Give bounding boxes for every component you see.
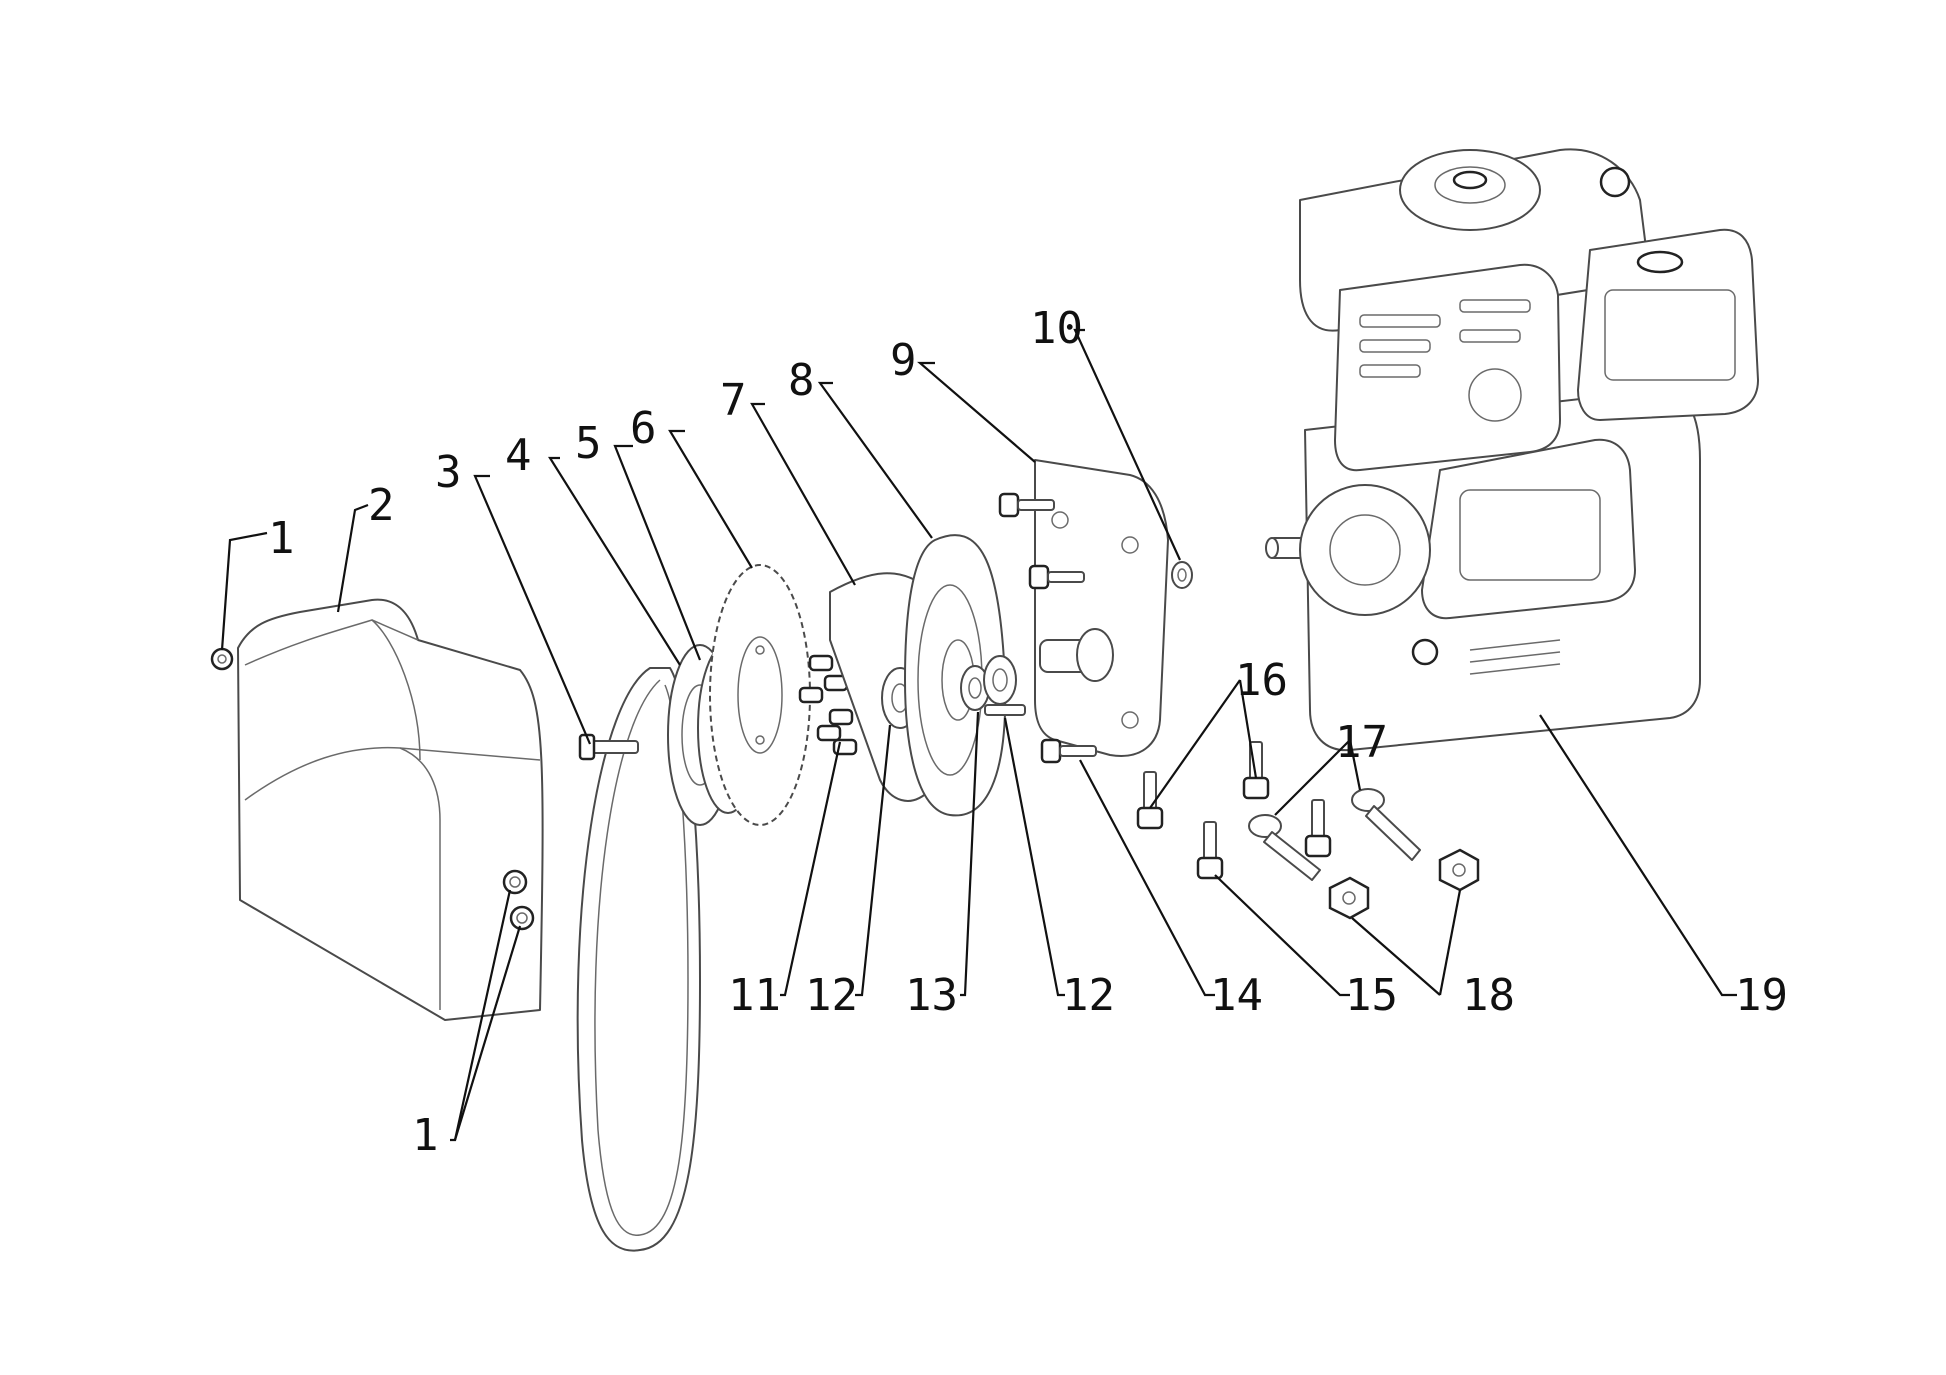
callout-18: 18 (1462, 970, 1515, 1021)
spacer-12-b (983, 655, 1026, 716)
leader-3 (473, 474, 592, 745)
large-sprocket-6 (709, 564, 811, 826)
bolt-16-a (1136, 771, 1164, 830)
bolt-15-b (1304, 799, 1332, 858)
plate-bolt-middle (1028, 564, 1085, 590)
leader-12a (855, 724, 892, 997)
clutch-pulley-8 (904, 534, 1007, 817)
screws-11 (798, 654, 858, 756)
callout-4: 4 (505, 430, 532, 481)
callout-3: 3 (435, 447, 462, 498)
leader-2 (336, 503, 369, 613)
cap-nut-1-top (210, 647, 234, 671)
leader-17a (1274, 739, 1351, 816)
callout-8: 8 (788, 355, 815, 406)
leader-14 (1079, 759, 1215, 997)
engine-19 (1265, 148, 1759, 752)
leader-4 (548, 456, 681, 666)
bolt-15-a (1196, 821, 1224, 880)
leader-17b (1348, 739, 1362, 791)
callout-12-a: 12 (805, 970, 858, 1021)
callout-6: 6 (630, 403, 657, 454)
leader-18a (1351, 917, 1441, 996)
v-belt (576, 667, 701, 1252)
callout-16: 16 (1235, 655, 1288, 706)
callout-7: 7 (720, 375, 747, 426)
leader-16a (1149, 679, 1241, 809)
bolt-3 (578, 733, 639, 761)
leader-1-bottom-b (453, 925, 522, 1141)
bolt-16-b (1242, 741, 1270, 800)
leader-10 (1073, 328, 1182, 561)
washer-13 (960, 665, 990, 711)
eye-bolt-17-b (1351, 788, 1421, 861)
callout-12-b: 12 (1062, 970, 1115, 1021)
leader-15 (1214, 874, 1350, 997)
cap-nut-1-lower-a (502, 869, 528, 895)
callout-1-bottom: 1 (412, 1110, 439, 1161)
leader-13 (960, 711, 980, 997)
leader-5 (613, 444, 702, 661)
eye-bolt-17-a (1248, 814, 1321, 881)
callout-15: 15 (1345, 970, 1398, 1021)
leader-9 (917, 361, 1036, 463)
bolt-14 (1040, 738, 1097, 764)
callout-11: 11 (728, 970, 781, 1021)
leader-19 (1539, 714, 1737, 997)
callout-17: 17 (1335, 717, 1388, 768)
nut-18-b (1438, 848, 1480, 892)
callout-labels: 1 1 2 3 4 5 6 7 8 9 10 11 12 13 12 14 15… (268, 303, 1788, 1161)
leader-1-top (220, 531, 268, 651)
leader-7 (750, 402, 856, 586)
callout-2: 2 (368, 480, 395, 531)
belt-guard-cover (237, 598, 544, 1021)
callout-9: 9 (890, 335, 917, 386)
leader-18b (1438, 889, 1462, 996)
washer-10 (1171, 561, 1193, 589)
callout-19: 19 (1735, 970, 1788, 1021)
callout-1-top: 1 (268, 513, 295, 564)
callout-13: 13 (905, 970, 958, 1021)
leader-lines (220, 328, 1737, 1142)
plate-bolt-upper (998, 492, 1055, 518)
callout-10: 10 (1030, 303, 1083, 354)
leader-16b (1238, 679, 1258, 779)
mounting-plate-9 (1034, 459, 1169, 757)
nut-18-a (1328, 876, 1370, 920)
callout-14: 14 (1210, 970, 1263, 1021)
callout-5: 5 (575, 418, 602, 469)
leader-6 (668, 429, 753, 569)
cap-nut-1-lower-b (509, 905, 535, 931)
leader-12b (1003, 717, 1065, 997)
leader-8 (817, 381, 933, 539)
leader-11 (780, 741, 842, 997)
